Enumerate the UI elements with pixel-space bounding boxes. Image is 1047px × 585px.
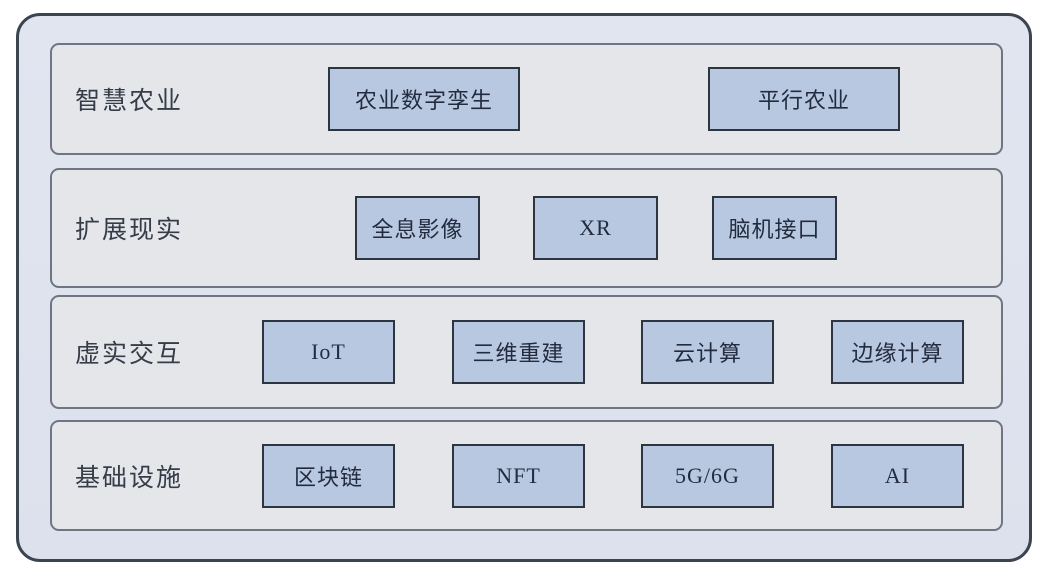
layer-row-virtual-real-interaction: 虚实交互 IoT 三维重建 云计算 边缘计算 (50, 295, 1003, 409)
layer-row-infrastructure: 基础设施 区块链 NFT 5G/6G AI (50, 420, 1003, 531)
tech-box-edge-computing: 边缘计算 (831, 320, 964, 384)
diagram-container: 智慧农业 农业数字孪生 平行农业 扩展现实 全息影像 XR 脑机接口 虚实交互 … (16, 13, 1032, 562)
layer-label: 扩展现实 (75, 217, 184, 244)
tech-box-blockchain: 区块链 (262, 443, 395, 508)
tech-box-xr: XR (533, 196, 658, 260)
layer-label: 虚实交互 (75, 341, 184, 368)
layer-label: 基础设施 (75, 464, 184, 492)
layer-row-smart-agriculture: 智慧农业 农业数字孪生 平行农业 (50, 43, 1003, 155)
tech-box-cloud-computing: 云计算 (641, 320, 774, 384)
tech-box-agri-digital-twin: 农业数字孪生 (328, 67, 520, 131)
tech-box-3d-reconstruction: 三维重建 (452, 320, 585, 384)
layer-row-extended-reality: 扩展现实 全息影像 XR 脑机接口 (50, 168, 1003, 288)
tech-box-parallel-agriculture: 平行农业 (708, 67, 900, 131)
layer-label: 智慧农业 (75, 88, 184, 115)
tech-box-iot: IoT (262, 320, 395, 384)
tech-box-5g-6g: 5G/6G (641, 443, 774, 508)
tech-box-holography: 全息影像 (355, 196, 480, 260)
tech-box-nft: NFT (452, 443, 585, 508)
tech-box-ai: AI (831, 443, 964, 508)
tech-box-brain-computer-interface: 脑机接口 (712, 196, 837, 260)
